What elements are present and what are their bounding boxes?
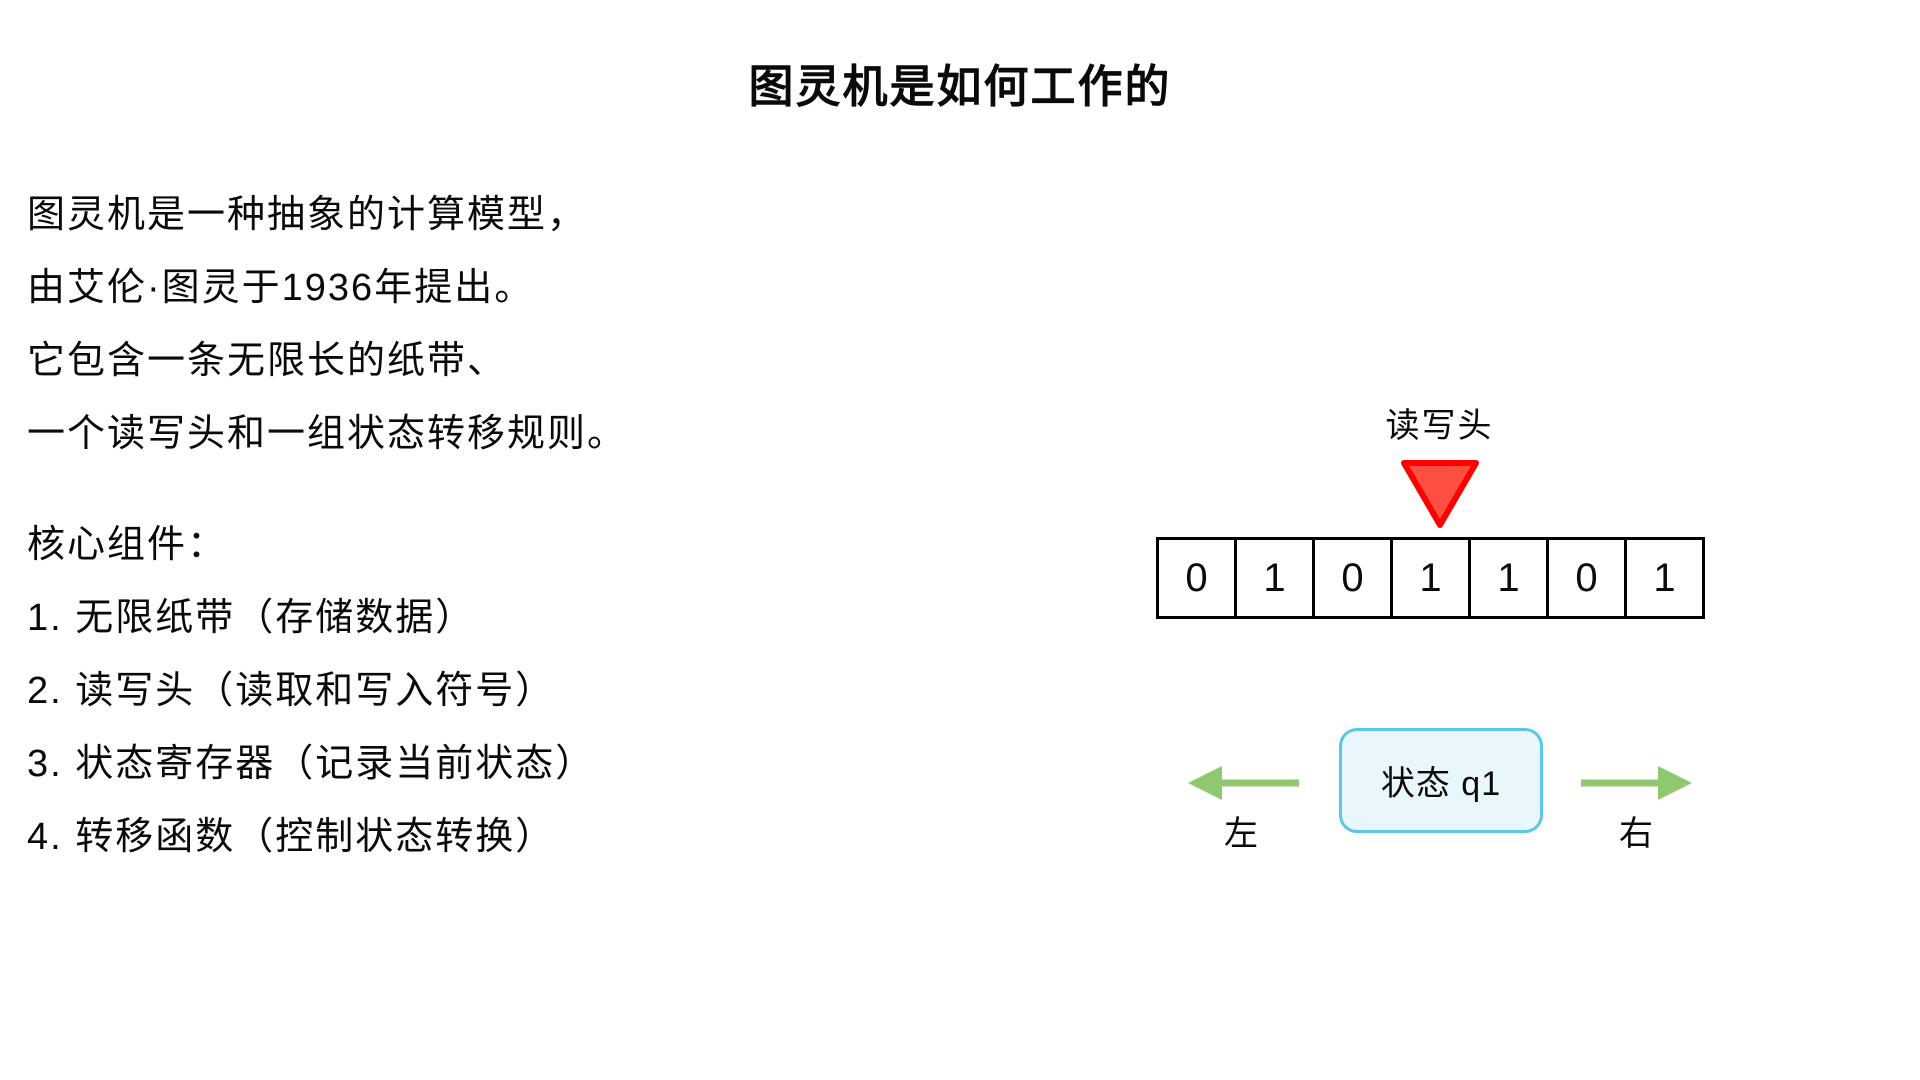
component-item: 3. 状态寄存器（记录当前状态） [27,743,596,785]
tape: 0 1 0 1 1 0 1 [1156,537,1705,619]
move-left-arrow-icon [1186,764,1300,807]
component-item: 4. 转移函数（控制状态转换） [27,816,556,858]
components-list: 核心组件： 1. 无限纸带（存储数据） 2. 读写头（读取和写入符号） 3. 状… [27,509,595,874]
components-heading: 核心组件： [27,524,228,566]
component-item: 1. 无限纸带（存储数据） [27,597,476,639]
tape-cell-active: 1 [1390,537,1471,619]
read-write-head-label: 读写头 [1385,407,1494,445]
page-title: 图灵机是如何工作的 [748,61,1172,112]
component-item: 2. 读写头（读取和写入符号） [27,670,556,712]
state-box: 状态 q1 [1339,728,1543,833]
intro-line: 一个读写头和一组状态转移规则。 [27,413,628,455]
tape-cell: 0 [1312,537,1393,619]
right-direction-label: 右 [1619,815,1653,853]
intro-line: 图灵机是一种抽象的计算模型， [27,194,588,236]
tape-cell: 0 [1156,537,1237,619]
tape-cell: 0 [1546,537,1627,619]
head-pointer-triangle-icon [1399,459,1481,536]
intro-line: 由艾伦·图灵于1936年提出。 [27,267,535,309]
tape-cell: 1 [1234,537,1315,619]
move-right-arrow-icon [1580,764,1694,807]
tape-cell: 1 [1624,537,1705,619]
intro-paragraph: 图灵机是一种抽象的计算模型， 由艾伦·图灵于1936年提出。 它包含一条无限长的… [27,179,627,471]
left-direction-label: 左 [1224,815,1258,853]
intro-line: 它包含一条无限长的纸带、 [27,340,508,382]
tape-cell: 1 [1468,537,1549,619]
